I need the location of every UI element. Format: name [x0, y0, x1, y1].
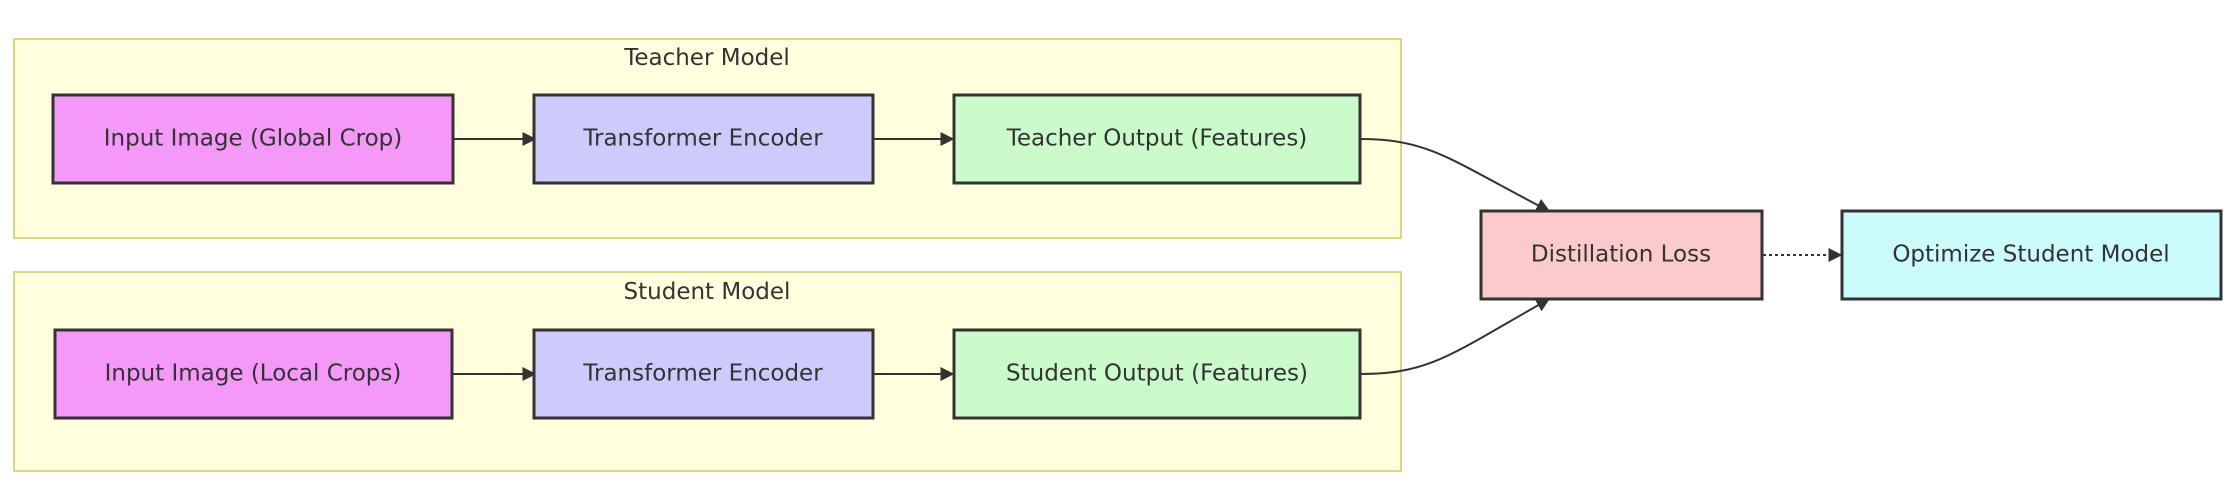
node-optimize-student: Optimize Student Model: [1840, 209, 2223, 301]
teacher-model-title: Teacher Model: [623, 45, 790, 71]
teacher-output-label: Teacher Output (Features): [1006, 126, 1308, 152]
node-teacher-encoder: Transformer Encoder: [532, 93, 875, 185]
teacher-input-label: Input Image (Global Crop): [104, 126, 403, 152]
optimize-student-box: [1840, 209, 2223, 301]
student-input-box: [53, 328, 454, 420]
student-encoder-box: [532, 328, 875, 420]
teacher-encoder-label: Transformer Encoder: [582, 126, 823, 152]
node-student-input: Input Image (Local Crops): [53, 328, 454, 420]
edges: [452, 132, 1843, 381]
node-student-encoder: Transformer Encoder: [532, 328, 875, 420]
distillation-loss-label: Distillation Loss: [1531, 242, 1711, 268]
student-encoder-label: Transformer Encoder: [582, 361, 823, 387]
teacher-encoder-box: [532, 93, 875, 185]
student-model-title: Student Model: [624, 279, 791, 305]
node-distillation-loss: Distillation Loss: [1479, 209, 1764, 301]
teacher-input-box: [51, 93, 455, 185]
teacher-output-box: [952, 93, 1362, 185]
student-output-label: Student Output (Features): [1006, 361, 1308, 387]
optimize-student-label: Optimize Student Model: [1892, 242, 2169, 268]
node-teacher-output: Teacher Output (Features): [952, 93, 1362, 185]
edge-teacher-output-to-loss: [1359, 138, 1551, 212]
node-student-output: Student Output (Features): [952, 328, 1362, 420]
distillation-loss-box: [1479, 209, 1764, 301]
zhihu-watermark: 知乎 @cheney shen: [1577, 370, 2192, 443]
edge-student-output-to-loss: [1359, 298, 1551, 375]
node-teacher-input: Input Image (Global Crop): [51, 93, 455, 185]
student-input-label: Input Image (Local Crops): [105, 361, 402, 387]
student-output-box: [952, 328, 1362, 420]
